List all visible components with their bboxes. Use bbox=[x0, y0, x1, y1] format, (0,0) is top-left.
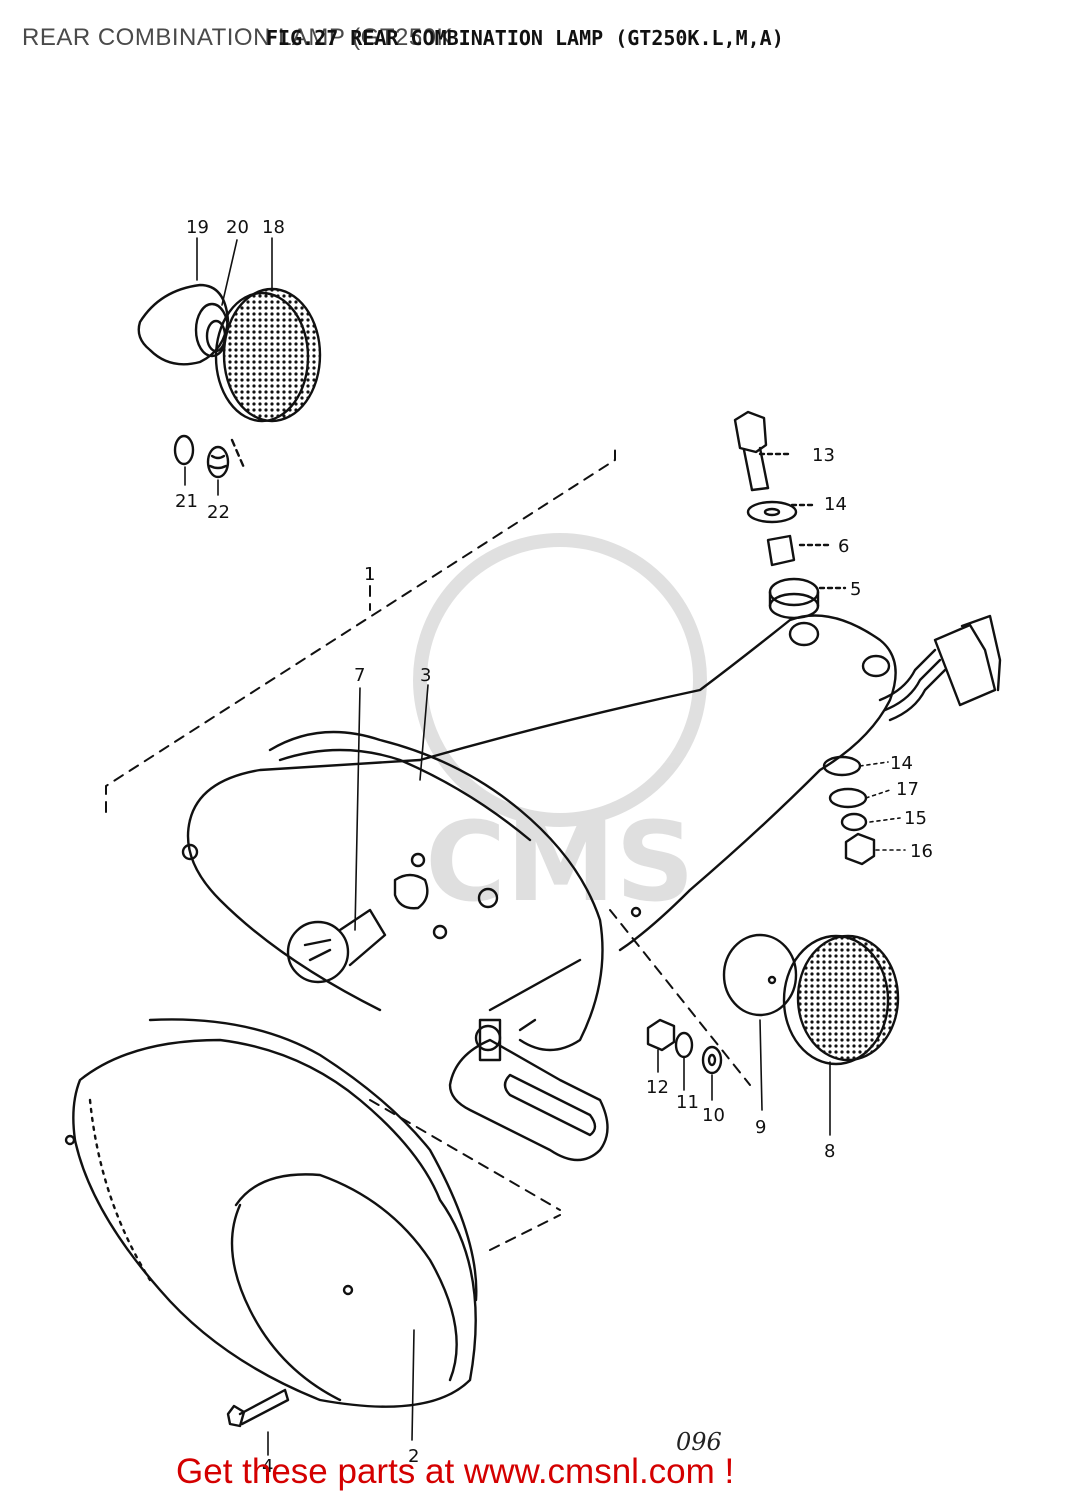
callout-14-upper: 14 bbox=[824, 494, 847, 515]
callout-8: 8 bbox=[824, 1141, 835, 1162]
callout-12: 12 bbox=[646, 1077, 669, 1098]
callout-6: 6 bbox=[838, 536, 849, 557]
assembly-guide-lines bbox=[105, 447, 751, 1251]
callout-4: 4 bbox=[262, 1456, 273, 1477]
callout-5: 5 bbox=[850, 579, 861, 600]
side-reflector-assembly bbox=[137, 283, 322, 479]
figure-title: FIG.27 REAR COMBINATION LAMP (GT250K.L,M… bbox=[266, 26, 784, 50]
tail-lens bbox=[64, 1018, 478, 1408]
wire-connector bbox=[878, 614, 1002, 722]
license-bracket bbox=[448, 958, 609, 1162]
mount-hardware-lower-left bbox=[646, 1018, 723, 1075]
callout-11: 11 bbox=[676, 1092, 699, 1113]
callout-22: 22 bbox=[207, 502, 230, 523]
callout-17: 17 bbox=[896, 779, 919, 800]
page-title: REAR COMBINATION LAMP (GT250K bbox=[22, 24, 454, 51]
callout-16: 16 bbox=[910, 841, 933, 862]
callout-14-lower: 14 bbox=[890, 753, 913, 774]
callout-19: 19 bbox=[186, 217, 209, 238]
watermark-logo: CMS bbox=[413, 533, 707, 926]
watermark-text: CMS bbox=[425, 798, 694, 926]
callout-2: 2 bbox=[408, 1446, 419, 1467]
bulb bbox=[286, 908, 387, 984]
callout-20: 20 bbox=[226, 217, 249, 238]
callout-1: 1 bbox=[364, 564, 375, 585]
callout-21: 21 bbox=[175, 491, 198, 512]
lamp-housing bbox=[181, 614, 897, 1052]
callout-labels: 19 20 18 21 22 13 14 6 5 1 7 3 14 17 15 … bbox=[175, 217, 933, 1477]
mount-hardware-upper bbox=[733, 410, 847, 620]
mount-hardware-lower-right bbox=[822, 755, 876, 866]
callout-10: 10 bbox=[702, 1105, 725, 1126]
rear-reflector-assembly bbox=[722, 933, 900, 1066]
page-number: 096 bbox=[676, 1428, 722, 1456]
callout-7: 7 bbox=[354, 665, 365, 686]
callout-18: 18 bbox=[262, 217, 285, 238]
callout-9: 9 bbox=[755, 1117, 766, 1138]
lens-screw bbox=[226, 1388, 290, 1428]
callout-3: 3 bbox=[420, 665, 431, 686]
leader-lines bbox=[184, 237, 906, 1456]
callout-13: 13 bbox=[812, 445, 835, 466]
callout-15: 15 bbox=[904, 808, 927, 829]
footer-cta-link[interactable]: Get these parts at www.cmsnl.com ! bbox=[176, 1452, 735, 1491]
